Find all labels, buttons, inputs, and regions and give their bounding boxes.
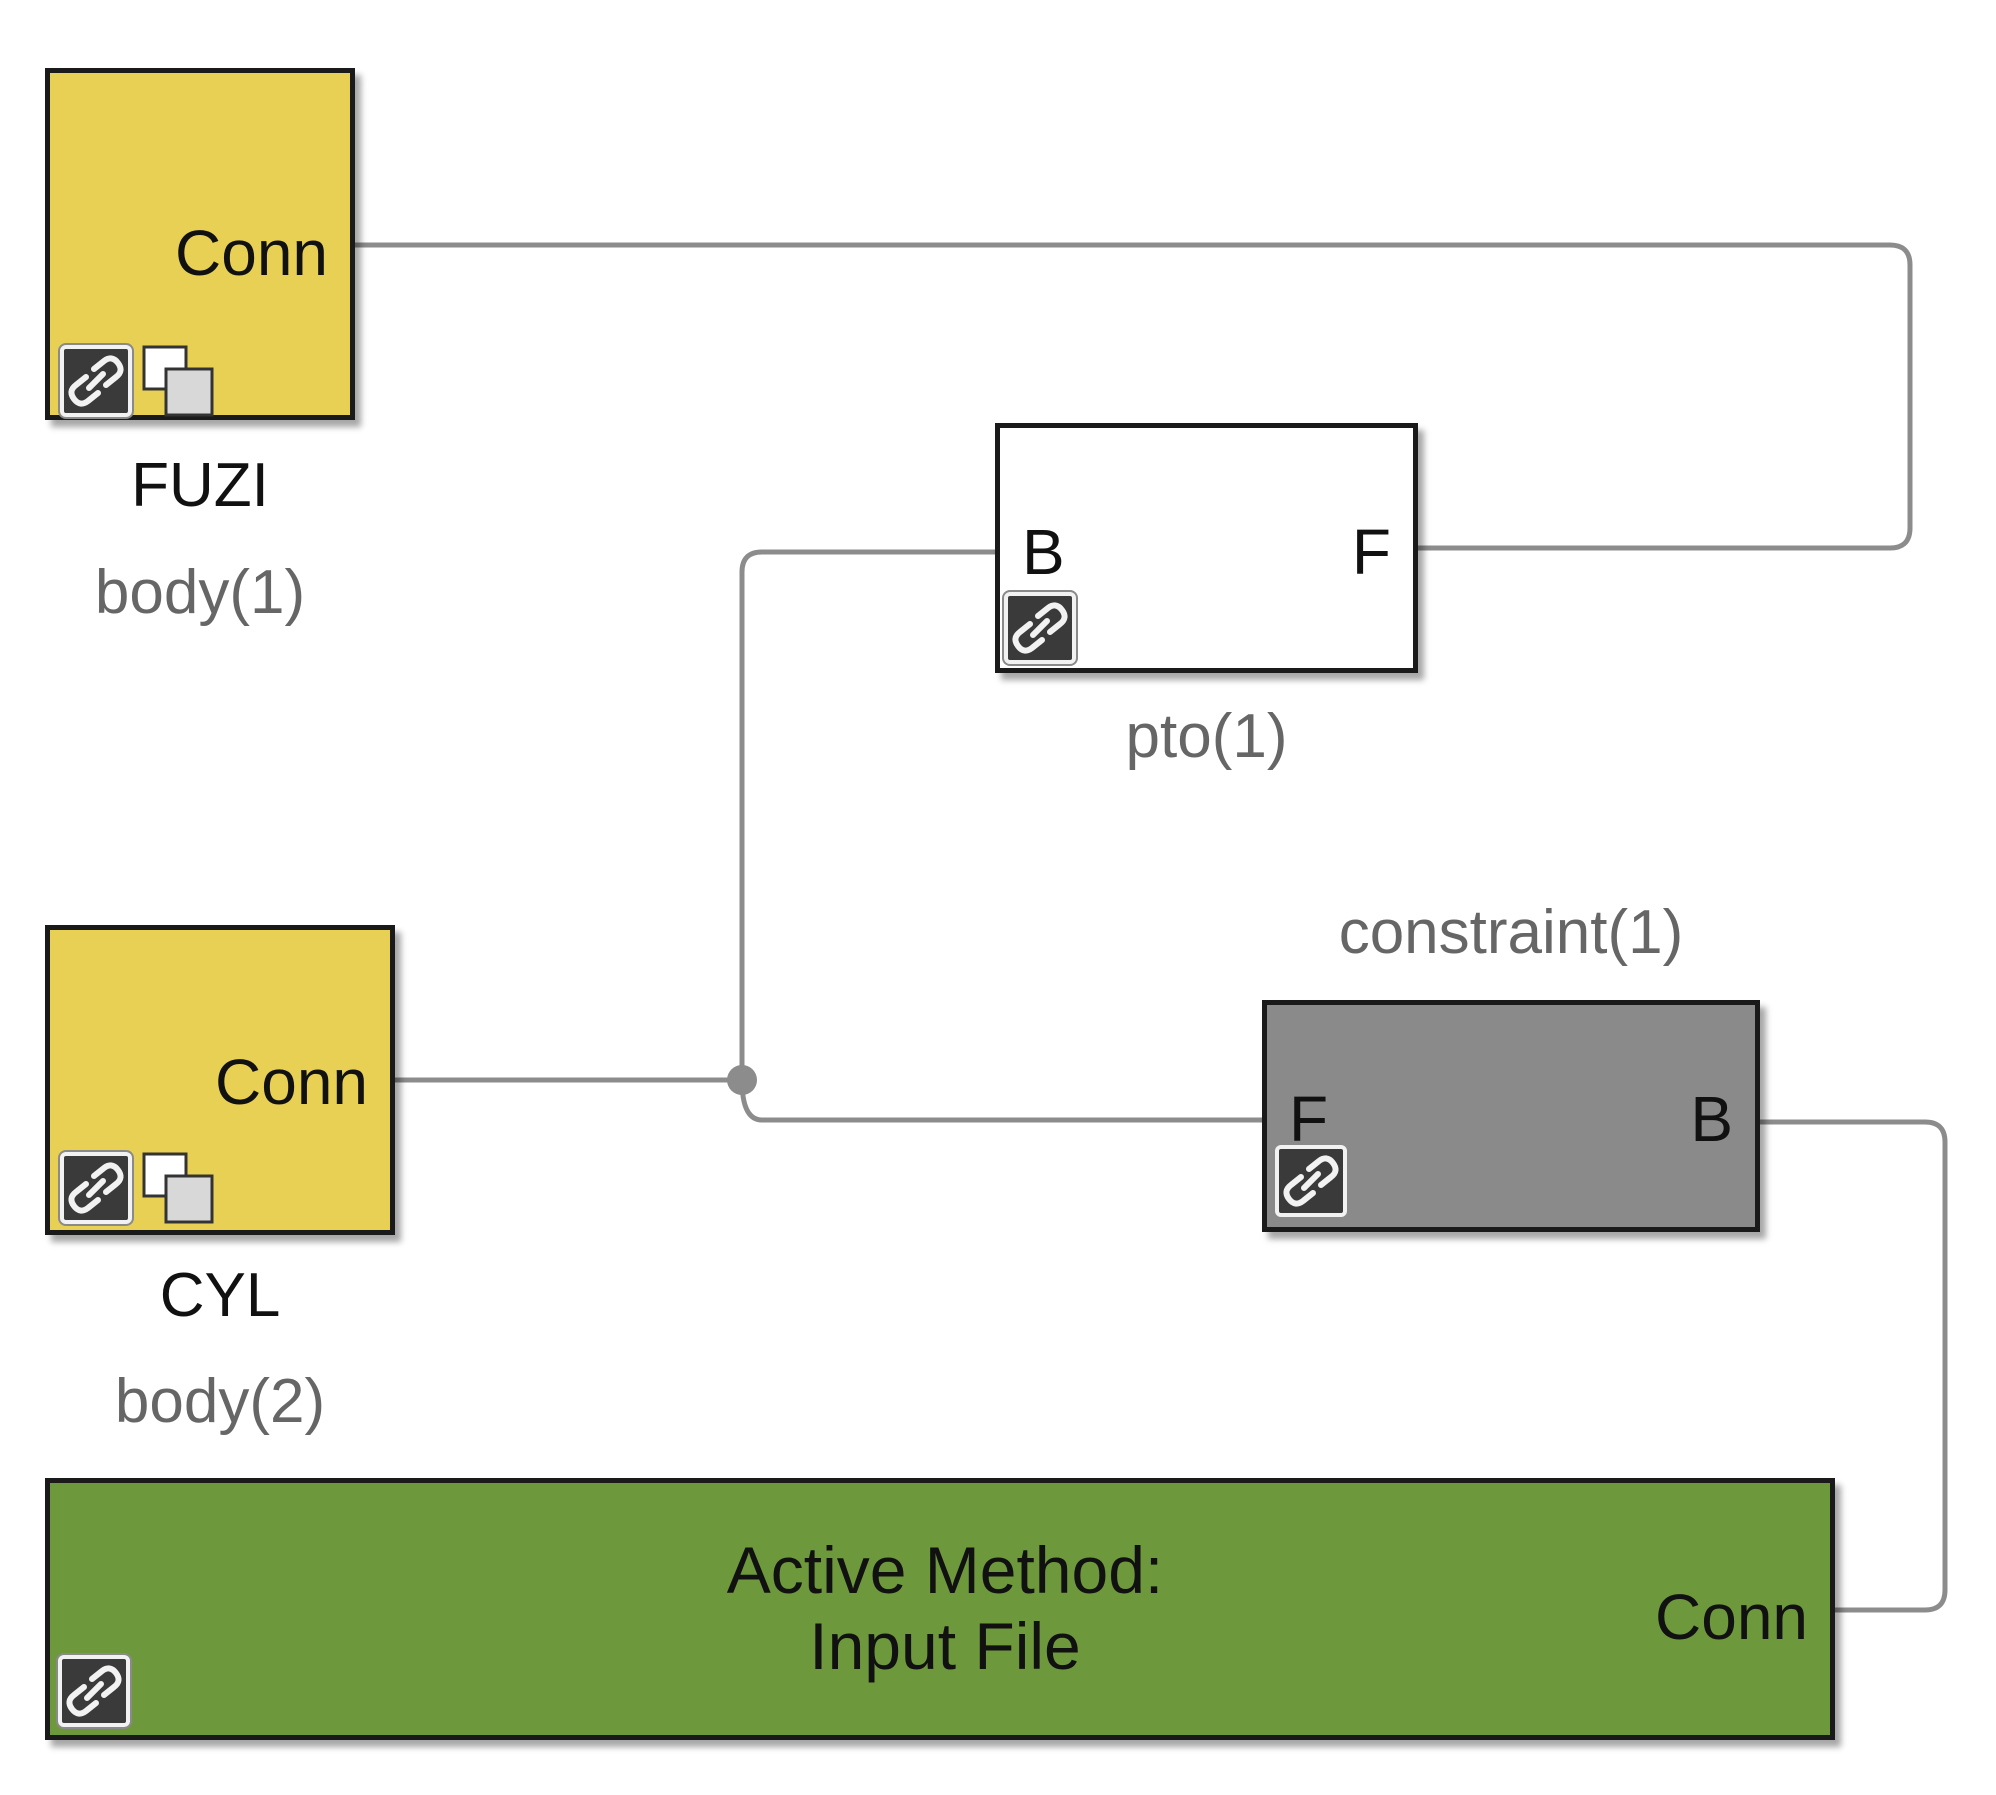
constraint-b-port-label: B <box>1690 1083 1733 1155</box>
fuzi-block-path: body(1) <box>94 558 306 627</box>
constraint-block-path: constraint(1) <box>1338 898 1684 967</box>
pto-b-port-label: B <box>1022 516 1065 588</box>
link-icon <box>1004 592 1076 664</box>
active-method-line1: Active Method: <box>726 1533 1164 1607</box>
pto-f-port-label: F <box>1351 516 1391 588</box>
link-icon <box>58 1655 130 1727</box>
wire-cyl-to-pto-b[interactable] <box>739 549 1003 1080</box>
fuzi-body-block[interactable]: Conn <box>45 68 355 420</box>
active-method-conn-port-label: Conn <box>1655 1581 1808 1653</box>
link-icon <box>1275 1145 1347 1217</box>
constraint-block[interactable]: F B <box>1262 1000 1760 1232</box>
cyl-conn-port-label: Conn <box>215 1046 368 1118</box>
active-method-block[interactable]: Active Method: Input File Conn <box>45 1478 1835 1740</box>
fuzi-conn-port-label: Conn <box>175 217 328 289</box>
wire-cyl-to-constraint-f[interactable] <box>392 1077 1265 1123</box>
copy-icon <box>138 1148 218 1228</box>
active-method-line2: Input File <box>809 1608 1081 1683</box>
link-icon <box>60 1152 132 1224</box>
wire-constraint-to-wave[interactable] <box>1757 1119 1948 1613</box>
active-method-label: Active Method: Input File <box>50 1533 1840 1685</box>
cyl-body-block[interactable]: Conn <box>45 925 395 1235</box>
fuzi-block-name: FUZI <box>131 451 269 520</box>
link-icon <box>60 345 132 417</box>
wire-fuzi-to-pto-f[interactable] <box>352 242 1913 551</box>
copy-icon <box>138 341 218 421</box>
pto-block[interactable]: B F <box>995 423 1418 673</box>
branch-point <box>727 1065 757 1095</box>
cyl-block-name: CYL <box>159 1261 281 1330</box>
constraint-f-port-label: F <box>1289 1083 1329 1155</box>
cyl-block-path: body(2) <box>114 1367 326 1436</box>
pto-block-path: pto(1) <box>1125 702 1288 771</box>
